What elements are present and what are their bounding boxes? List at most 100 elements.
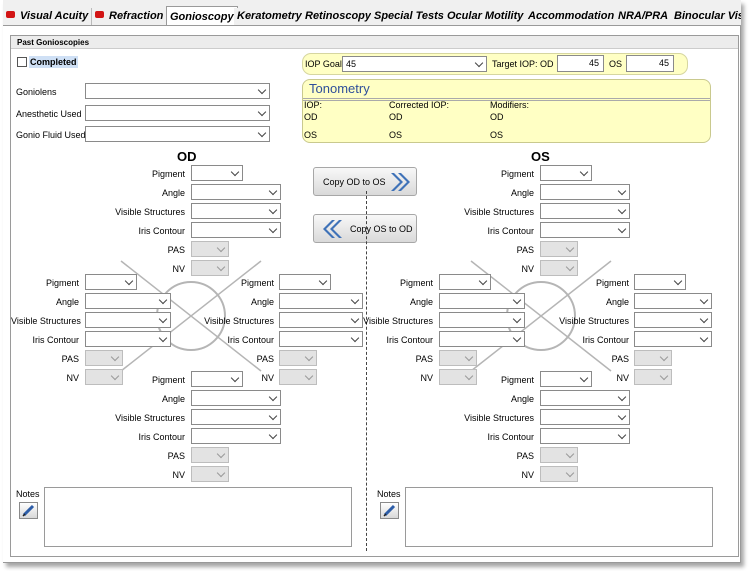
tonometry-iop-os: OS [304, 130, 318, 140]
os-left-visible-select[interactable] [439, 312, 525, 328]
od-top-iris-select[interactable] [191, 222, 281, 238]
goniolens-select[interactable] [85, 83, 270, 99]
od-left-pigment-select[interactable] [85, 274, 137, 290]
os-top-pas-select[interactable] [540, 241, 578, 257]
os-bottom-angle-select[interactable] [540, 390, 630, 406]
tonometry-corrected-header: Corrected IOP: [389, 100, 450, 110]
os-top-nv-select[interactable] [540, 260, 578, 276]
tonometry-iop-od: OD [304, 112, 318, 122]
chevron-down-icon [158, 333, 168, 343]
tab-special-tests[interactable]: Special Tests [371, 8, 448, 25]
tab-refraction[interactable]: Refraction [92, 8, 168, 25]
od-right-iris-select[interactable] [279, 331, 363, 347]
os-notes-textarea[interactable] [405, 487, 713, 547]
od-top-pas-select[interactable] [191, 241, 229, 257]
gonio-fluid-select[interactable] [85, 126, 270, 142]
os-bottom-nv-label: NV [521, 470, 534, 480]
od-notes-textarea[interactable] [44, 487, 352, 547]
od-top-visible-select[interactable] [191, 203, 281, 219]
os-right-visible-select[interactable] [634, 312, 712, 328]
os-right-visible-label: Visible Structures [559, 316, 629, 326]
od-right-nv-label: NV [261, 373, 274, 383]
od-bottom-pigment-select[interactable] [191, 371, 243, 387]
od-left-pas-select[interactable] [85, 350, 123, 366]
os-right-pas-label: PAS [611, 354, 629, 364]
tab-accommodation[interactable]: Accommodation [525, 8, 619, 25]
chevron-down-icon [565, 243, 575, 253]
tonometry-divider [303, 98, 710, 101]
os-left-pigment-select[interactable] [439, 274, 491, 290]
target-iop-os-input[interactable]: 45 [626, 55, 674, 72]
anesthetic-label: Anesthetic Used [16, 109, 82, 119]
anesthetic-select[interactable] [85, 105, 270, 121]
od-right-pas-select[interactable] [279, 350, 317, 366]
os-left-iris-select[interactable] [439, 331, 525, 347]
od-right-nv-select[interactable] [279, 369, 317, 385]
os-right-angle-label: Angle [605, 297, 629, 307]
od-top-nv-select[interactable] [191, 260, 229, 276]
od-right-pigment-select[interactable] [279, 274, 331, 290]
copy-os-to-od-button[interactable]: Copy OS to OD [313, 214, 417, 243]
od-notes-edit-button[interactable] [19, 502, 38, 519]
os-top-visible-select[interactable] [540, 203, 630, 219]
od-bottom-angle-label: Angle [161, 394, 185, 404]
od-left-visible-select[interactable] [85, 312, 171, 328]
os-bottom-pigment-select[interactable] [540, 371, 592, 387]
chevron-down-icon [268, 224, 278, 234]
od-bottom-visible-select[interactable] [191, 409, 281, 425]
tab-ocular-motility[interactable]: Ocular Motility [444, 8, 528, 25]
chevron-down-icon [699, 314, 709, 324]
tab-binocular-vision[interactable]: Binocular Visi [671, 8, 741, 25]
os-right-angle-select[interactable] [634, 293, 712, 309]
tonometry-corrected-od: OD [389, 112, 403, 122]
iop-goal-select[interactable]: 45 [342, 56, 487, 72]
alert-flag-icon [6, 11, 15, 18]
tab-visual-acuity[interactable]: Visual Acuity [3, 8, 93, 25]
od-right-angle-select[interactable] [279, 293, 363, 309]
od-right-visible-select[interactable] [279, 312, 363, 328]
os-right-pas-select[interactable] [634, 350, 672, 366]
os-bottom-iris-select[interactable] [540, 428, 630, 444]
tab-nra-pra[interactable]: NRA/PRA [615, 8, 673, 25]
tab-keratometry[interactable]: Keratometry [234, 8, 306, 25]
os-right-nv-select[interactable] [634, 369, 672, 385]
os-bottom-iris-label: Iris Contour [487, 432, 534, 442]
tonometry-corrected-os: OS [389, 130, 403, 140]
od-right-iris-label: Iris Contour [227, 335, 274, 345]
alert-flag-icon [95, 11, 104, 18]
completed-checkbox[interactable] [17, 57, 27, 67]
os-bottom-nv-select[interactable] [540, 466, 578, 482]
od-bottom-iris-select[interactable] [191, 428, 281, 444]
od-bottom-pas-select[interactable] [191, 447, 229, 463]
od-right-pas-label: PAS [256, 354, 274, 364]
tab-gonioscopy[interactable]: Gonioscopy [166, 6, 238, 25]
chevron-down-icon [268, 430, 278, 440]
os-top-pigment-select[interactable] [540, 165, 592, 181]
tab-retinoscopy[interactable]: Retinoscopy [302, 8, 376, 25]
os-top-iris-select[interactable] [540, 222, 630, 238]
od-left-angle-select[interactable] [85, 293, 171, 309]
od-bottom-nv-select[interactable] [191, 466, 229, 482]
os-top-pigment-label: Pigment [500, 169, 534, 179]
chevron-down-icon [257, 128, 267, 138]
os-bottom-pas-select[interactable] [540, 447, 578, 463]
os-notes-edit-button[interactable] [380, 502, 399, 519]
os-left-angle-select[interactable] [439, 293, 525, 309]
od-left-nv-select[interactable] [85, 369, 123, 385]
os-top-angle-select[interactable] [540, 184, 630, 200]
target-iop-od-input[interactable]: 45 [557, 55, 604, 72]
od-top-pigment-select[interactable] [191, 165, 243, 181]
os-right-iris-select[interactable] [634, 331, 712, 347]
chevron-down-icon [673, 276, 683, 286]
os-right-pigment-label: Pigment [595, 278, 629, 288]
os-left-nv-select[interactable] [439, 369, 477, 385]
os-left-pas-select[interactable] [439, 350, 477, 366]
od-bottom-angle-select[interactable] [191, 390, 281, 406]
chevron-down-icon [512, 314, 522, 324]
copy-od-to-os-button[interactable]: Copy OD to OS [313, 167, 417, 196]
od-left-pigment-label: Pigment [45, 278, 79, 288]
od-left-iris-select[interactable] [85, 331, 171, 347]
od-top-angle-select[interactable] [191, 184, 281, 200]
os-bottom-visible-select[interactable] [540, 409, 630, 425]
os-right-pigment-select[interactable] [634, 274, 686, 290]
